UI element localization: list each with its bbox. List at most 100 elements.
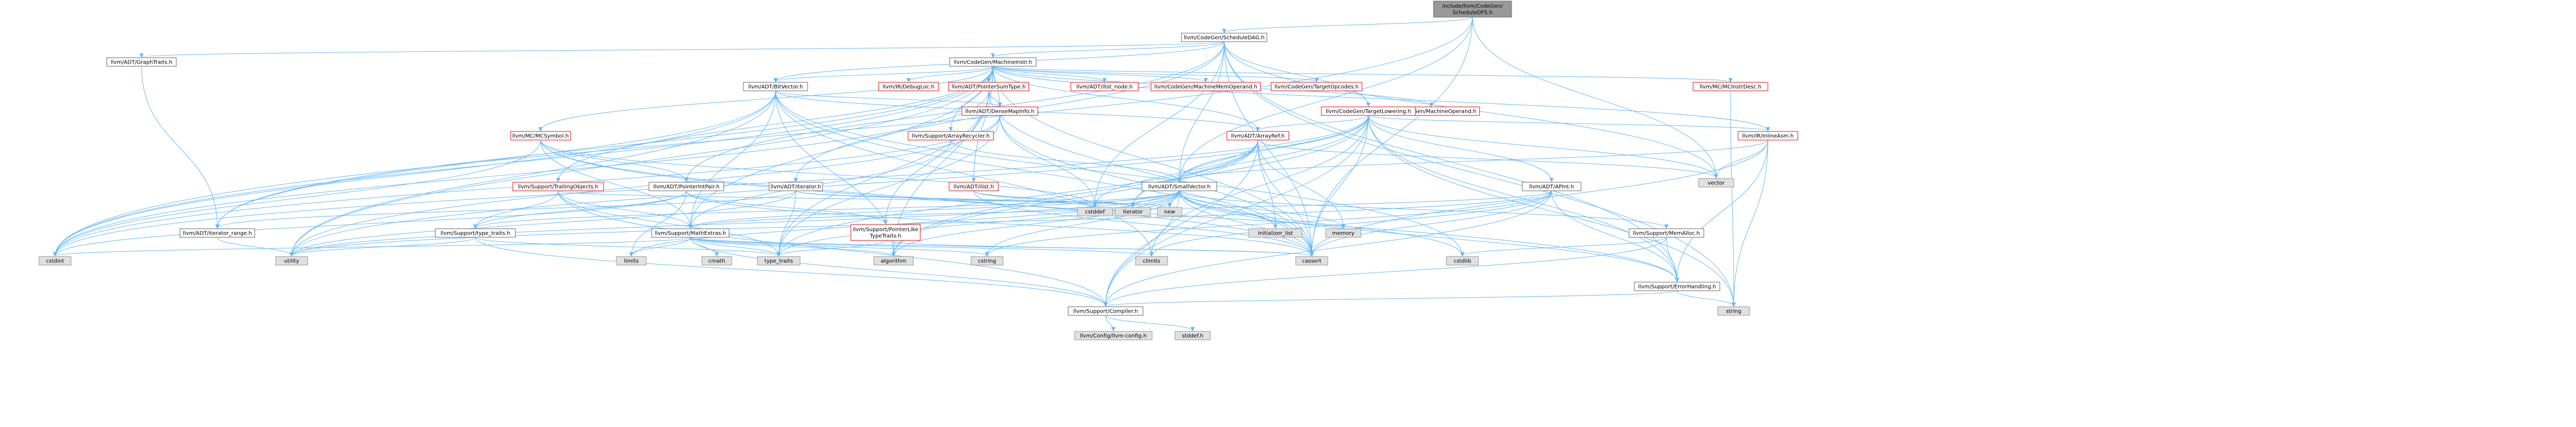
node-DebugLoc[interactable]: llvm/IR/DebugLoc.h bbox=[878, 82, 939, 91]
edge-DenseMapInfo-to-cstddef bbox=[999, 115, 1097, 207]
edge-MachineInstr-to-cstdint bbox=[53, 66, 993, 257]
edge-ArrayRef-to-iterator_std bbox=[1131, 139, 1258, 207]
edge-BitVector-to-utility bbox=[289, 90, 776, 257]
node-ArrayRecycler[interactable]: llvm/Support/ArrayRecycler.h bbox=[907, 131, 994, 141]
node-cstddef: cstddef bbox=[1077, 207, 1113, 216]
node-label: llvm/Support/MathExtras.h bbox=[655, 231, 726, 237]
edge-BitVector-to-cstdint bbox=[53, 90, 776, 257]
node-climits: climits bbox=[1135, 256, 1168, 266]
edge-APInt-to-cassert bbox=[1310, 190, 1552, 257]
edge-TargetLowering-to-APInt bbox=[1368, 115, 1554, 182]
node-BitVector[interactable]: llvm/ADT/BitVector.h bbox=[743, 82, 808, 91]
node-box bbox=[1141, 182, 1217, 191]
node-iterator[interactable]: llvm/ADT/iterator.h bbox=[769, 182, 823, 191]
node-box bbox=[701, 256, 732, 266]
node-MCInstrDesc[interactable]: llvm/MC/MCInstrDesc.h bbox=[1693, 82, 1768, 91]
node-TrailingObjects[interactable]: llvm/Support/TrailingObjects.h bbox=[512, 182, 604, 191]
node-ArrayRef[interactable]: llvm/ADT/ArrayRef.h bbox=[1226, 131, 1289, 141]
edge-Compiler-to-stddef_h bbox=[1105, 315, 1195, 331]
node-label: limits bbox=[624, 259, 638, 265]
edge-TargetLowering-to-utility bbox=[289, 115, 1369, 257]
edge-TargetLowering-to-ArrayRef bbox=[1256, 115, 1369, 131]
node-PointerSumType[interactable]: llvm/ADT/PointerSumType.h bbox=[948, 82, 1029, 91]
node-label: iterator bbox=[1123, 209, 1143, 215]
node-label: llvm/ADT/PointerIntPair.h bbox=[653, 184, 719, 190]
node-iterator_std: iterator bbox=[1115, 207, 1151, 216]
edge-ErrorHandling-to-Compiler bbox=[1103, 290, 1678, 307]
node-box bbox=[651, 228, 730, 238]
edge-MachineInstr-to-MCInstrDesc bbox=[992, 66, 1733, 82]
node-label: climits bbox=[1143, 259, 1161, 265]
node-box bbox=[1295, 256, 1328, 266]
node-box bbox=[1737, 131, 1798, 141]
node-label: llvm/IR/InlineAsm.h bbox=[1742, 134, 1794, 139]
node-box bbox=[1181, 33, 1267, 42]
node-iterator_range[interactable]: llvm/ADT/iterator_range.h bbox=[179, 228, 255, 238]
edge-SmallVector-to-cassert bbox=[1179, 190, 1314, 257]
node-label: llvm/ADT/APInt.h bbox=[1529, 184, 1574, 190]
edge-MachineInstr-to-iterator_range bbox=[215, 66, 993, 229]
edge-ErrorHandling-to-string bbox=[1677, 290, 1736, 307]
edge-SmallVector-to-initializer_list bbox=[1179, 190, 1278, 229]
node-MemAlloc[interactable]: llvm/Support/MemAlloc.h bbox=[1628, 228, 1704, 238]
node-label: llvm/CodeGen/MachineInstr.h bbox=[954, 60, 1032, 66]
node-box bbox=[38, 256, 72, 266]
node-MathExtras[interactable]: llvm/Support/MathExtras.h bbox=[651, 228, 730, 238]
node-stddef_h: stddef.h bbox=[1175, 331, 1211, 340]
node-label: stddef.h bbox=[1182, 333, 1203, 339]
node-MachineMemOperand[interactable]: llvm/CodeGen/MachineMemOperand.h bbox=[1150, 82, 1261, 91]
node-box bbox=[1115, 207, 1151, 216]
node-ErrorHandling[interactable]: llvm/Support/ErrorHandling.h bbox=[1634, 282, 1720, 291]
node-APInt[interactable]: llvm/ADT/APInt.h bbox=[1522, 182, 1581, 191]
node-label: include/llvm/CodeGen/ bbox=[1442, 4, 1503, 10]
node-label: llvm/ADT/PointerSumType.h bbox=[952, 84, 1026, 90]
node-box bbox=[179, 228, 255, 238]
node-box bbox=[106, 57, 177, 67]
node-box bbox=[948, 82, 1029, 91]
edge-ArrayRef-to-cassert bbox=[1257, 139, 1314, 257]
edge-root-to-cstdint bbox=[53, 17, 1473, 257]
node-PointerIntPair[interactable]: llvm/ADT/PointerIntPair.h bbox=[648, 182, 724, 191]
node-type_traits_llvm[interactable]: llvm/Support/type_traits.h bbox=[435, 228, 516, 238]
edge-iterator-to-iterator_std bbox=[795, 190, 1135, 207]
edge-MachineInstr-to-MathExtras bbox=[688, 66, 993, 229]
node-box bbox=[1433, 1, 1512, 18]
node-label: cassert bbox=[1302, 259, 1321, 265]
node-label: initializer_list bbox=[1258, 231, 1293, 237]
node-GraphTraits[interactable]: llvm/ADT/GraphTraits.h bbox=[106, 57, 177, 67]
edge-MachineInstr-to-ArrayRef bbox=[992, 66, 1260, 131]
node-MCSymbol[interactable]: llvm/MC/MCSymbol.h bbox=[510, 131, 571, 141]
node-label: TypeTraits.h bbox=[869, 234, 901, 239]
node-MachineInstr[interactable]: llvm/CodeGen/MachineInstr.h bbox=[949, 57, 1037, 67]
node-box bbox=[743, 82, 808, 91]
node-label: llvm/Support/PointerLike bbox=[853, 227, 919, 233]
edge-SmallVector-to-ErrorHandling bbox=[1179, 190, 1679, 282]
node-label: llvm/ADT/ilist.h bbox=[953, 184, 994, 190]
node-box bbox=[1693, 82, 1768, 91]
node-label: llvm/CodeGen/MachineOperand.h bbox=[1387, 109, 1476, 115]
node-box bbox=[878, 82, 939, 91]
edge-InlineAsm-to-string bbox=[1732, 139, 1768, 307]
edge-MachineInstr-to-TargetOpcodes bbox=[992, 66, 1319, 82]
node-ilist_node[interactable]: llvm/ADT/ilist_node.h bbox=[1070, 82, 1139, 91]
node-ScheduleDAG[interactable]: llvm/CodeGen/ScheduleDAG.h bbox=[1181, 33, 1267, 42]
edge-TargetLowering-to-vector bbox=[1368, 115, 1718, 178]
node-SmallVector[interactable]: llvm/ADT/SmallVector.h bbox=[1141, 182, 1217, 191]
edge-SmallVector-to-algorithm bbox=[891, 190, 1180, 257]
node-DenseMapInfo[interactable]: llvm/ADT/DenseMapInfo.h bbox=[961, 106, 1038, 116]
node-ilist[interactable]: llvm/ADT/ilist.h bbox=[949, 182, 999, 191]
edge-SmallVector-to-MathExtras bbox=[688, 190, 1180, 229]
node-TargetLowering[interactable]: llvm/CodeGen/TargetLowering.h bbox=[1321, 106, 1416, 116]
node-TargetOpcodes[interactable]: llvm/CodeGen/TargetOpcodes.h bbox=[1271, 82, 1363, 91]
node-box bbox=[616, 256, 647, 266]
node-limits: limits bbox=[616, 256, 647, 266]
edge-ScheduleDAG-to-SmallVector bbox=[1177, 41, 1225, 182]
edge-BitVector-to-iterator_range bbox=[215, 90, 776, 229]
node-InlineAsm[interactable]: llvm/IR/InlineAsm.h bbox=[1737, 131, 1798, 141]
edge-PointerSumType-to-type_traits bbox=[777, 90, 989, 257]
node-Compiler[interactable]: llvm/Support/Compiler.h bbox=[1068, 306, 1144, 316]
edge-APInt-to-Compiler bbox=[1103, 190, 1552, 307]
node-label: memory bbox=[1332, 231, 1354, 237]
node-vector: vector bbox=[1698, 178, 1734, 188]
